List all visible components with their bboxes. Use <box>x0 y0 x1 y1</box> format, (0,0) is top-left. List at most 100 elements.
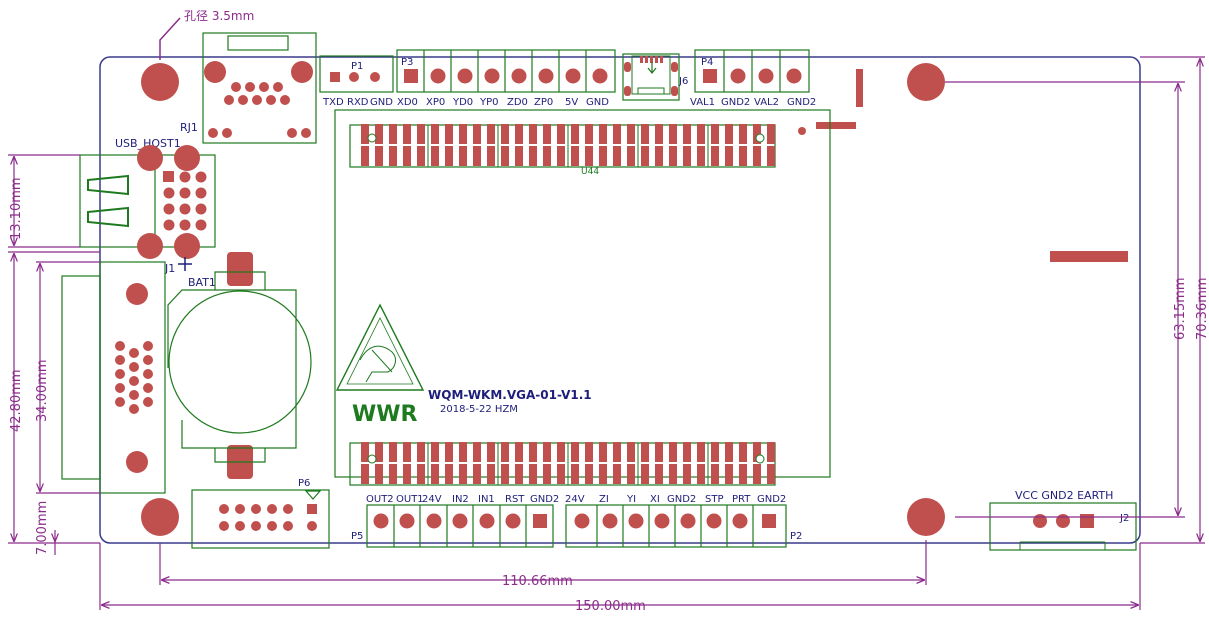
u44-pin-pad <box>529 442 537 462</box>
p1-header: P1 TXD RXD GND <box>319 55 394 108</box>
u44-pin-pad <box>473 442 481 462</box>
p1-pin-label: GND <box>370 97 393 108</box>
u44-pin-pad <box>641 464 649 484</box>
u44-bottom-pads <box>361 442 775 484</box>
u44-pin-pad <box>445 464 453 484</box>
u44-pin-pad <box>585 442 593 462</box>
u44-pin-pad <box>599 442 607 462</box>
u44-pin-pad <box>725 464 733 484</box>
u44-pin-pad <box>389 124 397 144</box>
u44-pin-pad <box>375 124 383 144</box>
p2-pin-label: XI <box>650 494 660 505</box>
u44-pin-pad <box>543 464 551 484</box>
p2-pin-label: STP <box>705 494 724 505</box>
u44-pin-pad <box>585 464 593 484</box>
u44-pin-pad <box>487 442 495 462</box>
u44-pin-pad <box>697 442 705 462</box>
p4-pin-label: VAL1 <box>690 97 715 108</box>
u44-pin-pad <box>445 124 453 144</box>
u44-pin-pad <box>641 442 649 462</box>
copper-bar <box>856 69 863 107</box>
u44-pin-pad <box>627 442 635 462</box>
u44-pin-pad <box>627 124 635 144</box>
p2-pin-label: 24V <box>565 494 585 505</box>
u44-pin-pad <box>655 124 663 144</box>
p2-label: P2 <box>790 531 802 542</box>
u44-pin-pad <box>753 124 761 144</box>
j2-connector: VCC GND2 EARTH J2 <box>989 489 1137 551</box>
u44-pin-pad <box>627 146 635 166</box>
p4-label: P4 <box>701 57 713 68</box>
p3-label: P3 <box>401 57 413 68</box>
mounting-hole <box>907 498 945 536</box>
u44-pin-pad <box>501 124 509 144</box>
dim-board-height: 70.36mm <box>1195 277 1209 340</box>
u44-pin-pad <box>417 146 425 166</box>
usb-host-connector: USB_HOST1 <box>79 137 216 259</box>
u44-pin-pad <box>445 146 453 166</box>
p1-pin-label: TXD <box>322 97 344 108</box>
u44-pin-pad <box>529 146 537 166</box>
u44-label: U44 <box>581 167 599 177</box>
u44-pin-pad <box>711 146 719 166</box>
p4-header: P4 VAL1 GND2 VAL2 GND2 <box>690 49 816 108</box>
u44-pin-pad <box>445 442 453 462</box>
battery-holder: BAT1 <box>167 252 312 479</box>
p2-header: 24V ZI YI XI GND2 STP PRT GND2 P2 <box>565 494 802 548</box>
u44-pin-pad <box>487 464 495 484</box>
esd-warning-icon <box>335 303 425 391</box>
u44-pin-pad <box>655 146 663 166</box>
dimension-lines <box>8 56 1205 610</box>
fiducial <box>798 127 806 135</box>
p3-pin-label: XD0 <box>397 97 418 108</box>
u44-pin-pad <box>711 442 719 462</box>
u44-pin-pad <box>767 464 775 484</box>
u44-pin-pad <box>585 146 593 166</box>
u44-pin-pad <box>599 464 607 484</box>
u44-pin-pad <box>683 146 691 166</box>
u44-pin-pad <box>459 464 467 484</box>
rj1-connector: RJ1 <box>180 32 317 144</box>
dim-usb-width: 13.10mm <box>9 177 24 240</box>
usb-label: USB_HOST1 <box>115 137 181 150</box>
p2-pin-label: PRT <box>732 494 751 505</box>
u44-pin-pad <box>403 124 411 144</box>
u44-pin-pad <box>655 442 663 462</box>
p3-pin-label: GND <box>586 97 609 108</box>
u44-pin-pad <box>361 124 369 144</box>
p3-pin-label: XP0 <box>426 97 445 108</box>
vga-connector: J1 <box>61 257 192 494</box>
u44-pin-pad <box>375 442 383 462</box>
u44-pin-pad <box>683 442 691 462</box>
hole-note: 孔径 3.5mm <box>184 9 254 23</box>
u44-pin-pad <box>669 464 677 484</box>
p5-header: P5 OUT2 OUT1 24V IN2 IN1 RST GND2 <box>351 494 559 548</box>
dim-right-inner: 63.15mm <box>1173 277 1188 340</box>
u44-pin-pad <box>375 464 383 484</box>
p5-pin-label: IN1 <box>478 494 495 505</box>
u44-pin-pad <box>697 124 705 144</box>
u44-pin-pad <box>361 146 369 166</box>
p4-pin-label: VAL2 <box>754 97 779 108</box>
u44-pin-pad <box>669 442 677 462</box>
u44-pin-pad <box>725 146 733 166</box>
p5-pin-label: 24V <box>422 494 442 505</box>
p3-pin-label: ZP0 <box>534 97 553 108</box>
dim-board-width: 150.00mm <box>575 599 646 614</box>
j1-label: J1 <box>164 262 175 275</box>
p5-pin-label: OUT2 <box>366 494 394 505</box>
u44-pin-pad <box>767 124 775 144</box>
u44-pin-pad <box>739 124 747 144</box>
u44-pin-pad <box>529 464 537 484</box>
copper-bar <box>1050 251 1128 262</box>
u44-pin-pad <box>613 124 621 144</box>
dim-left-outer: 42.80mm <box>9 369 24 432</box>
u44-pin-pad <box>403 464 411 484</box>
p4-pin-label: GND2 <box>721 97 750 108</box>
u44-pin-pad <box>557 464 565 484</box>
u44-pin-pad <box>543 442 551 462</box>
u44-pin-pad <box>557 146 565 166</box>
u44-pin-pad <box>669 146 677 166</box>
u44-pin-pad <box>431 464 439 484</box>
copper-bar <box>816 122 856 129</box>
